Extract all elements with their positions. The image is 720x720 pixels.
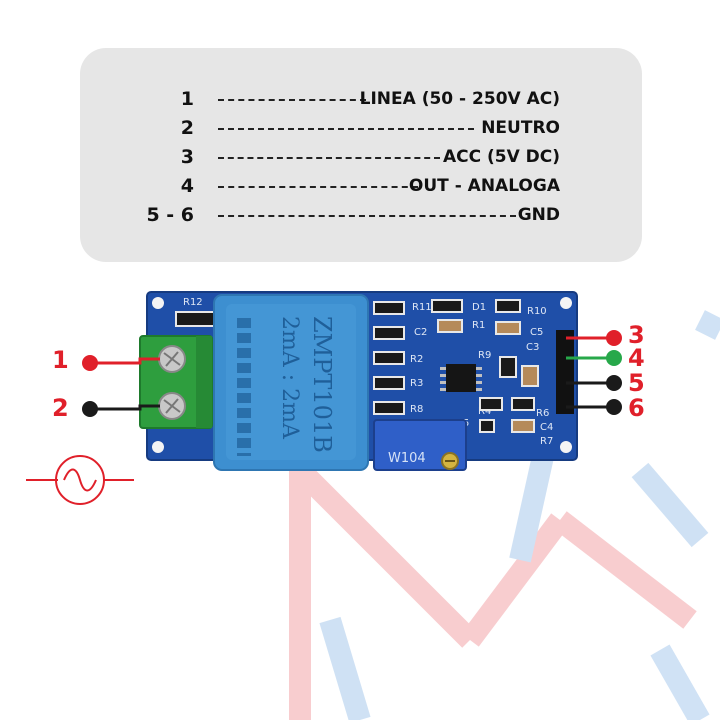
trimmer-potentiometer: W104 [373,419,467,471]
silkscreen-label: R7 [540,436,553,447]
legend-row: 5 - 6 GND [80,202,642,228]
legend-pin-number: 2 [180,117,194,139]
silkscreen-label: R8 [410,404,423,415]
opamp-chip [440,364,482,392]
silkscreen-label: R2 [410,354,423,365]
mounting-hole [152,441,164,453]
silkscreen-label: R9 [478,350,491,361]
legend-pin-label: OUT - ANALOGA [408,176,560,196]
legend-pin-number: 5 - 6 [146,204,194,226]
silkscreen-label: R10 [527,306,547,317]
silkscreen-label: R6 [536,408,549,419]
silkscreen-label: R1 [472,320,485,331]
callout-6: 6 [628,394,645,422]
transformer-model-text: ZMPT101B [308,316,336,453]
mounting-hole [560,441,572,453]
mounting-hole [152,297,164,309]
pin-5-dot [606,375,622,391]
smd-components [373,299,539,433]
legend-pin-label: GND [517,205,560,225]
legend-dashes [218,99,366,101]
callout-3: 3 [628,321,645,349]
ac-source-icon [26,455,134,505]
legend-row: 3 ACC (5V DC) [80,144,642,170]
wire-pin-2 [90,404,160,411]
legend-pin-label: ACC (5V DC) [442,147,560,167]
silkscreen-label: R12 [183,297,203,308]
mounting-hole [560,297,572,309]
callout-1: 1 [52,346,69,374]
legend-pin-number: 1 [180,88,194,110]
transformer-spec-text: 2mA : 2mA [277,316,302,440]
legend-pin-number: 4 [180,175,194,197]
pot-label: W104 [388,451,426,466]
silkscreen-label: C5 [530,327,543,338]
smd-resistor [175,311,217,327]
callout-2: 2 [52,394,69,422]
callout-4: 4 [628,344,645,372]
silkscreen-label: D1 [472,302,486,313]
pin-6-dot [606,399,622,415]
legend-pin-number: 3 [180,146,194,168]
pin-3-dot [606,330,622,346]
silkscreen-label: R3 [410,378,423,389]
pin-4-dot [606,350,622,366]
legend-dashes [218,186,418,188]
legend-pin-label: NEUTRO [481,118,560,138]
silkscreen-label: R4 [478,406,491,417]
legend-row: 4 OUT - ANALOGA [80,173,642,199]
silkscreen-label: C2 [414,327,427,338]
silkscreen-label: R11 [412,302,432,313]
silkscreen-label: C3 [526,342,539,353]
legend-pin-label: LINEA (50 - 250V AC) [359,89,560,109]
pin-legend: 1 LINEA (50 - 250V AC) 2 NEUTRO 3 ACC (5… [80,48,642,262]
legend-dashes [218,215,516,217]
pin-header [556,330,574,414]
legend-row: 1 LINEA (50 - 250V AC) [80,86,642,112]
legend-dashes [218,128,474,130]
callout-5: 5 [628,369,645,397]
silkscreen-label: C4 [540,422,553,433]
legend-row: 2 NEUTRO [80,115,642,141]
legend-dashes [218,157,440,159]
wire-pin-1 [90,357,160,365]
